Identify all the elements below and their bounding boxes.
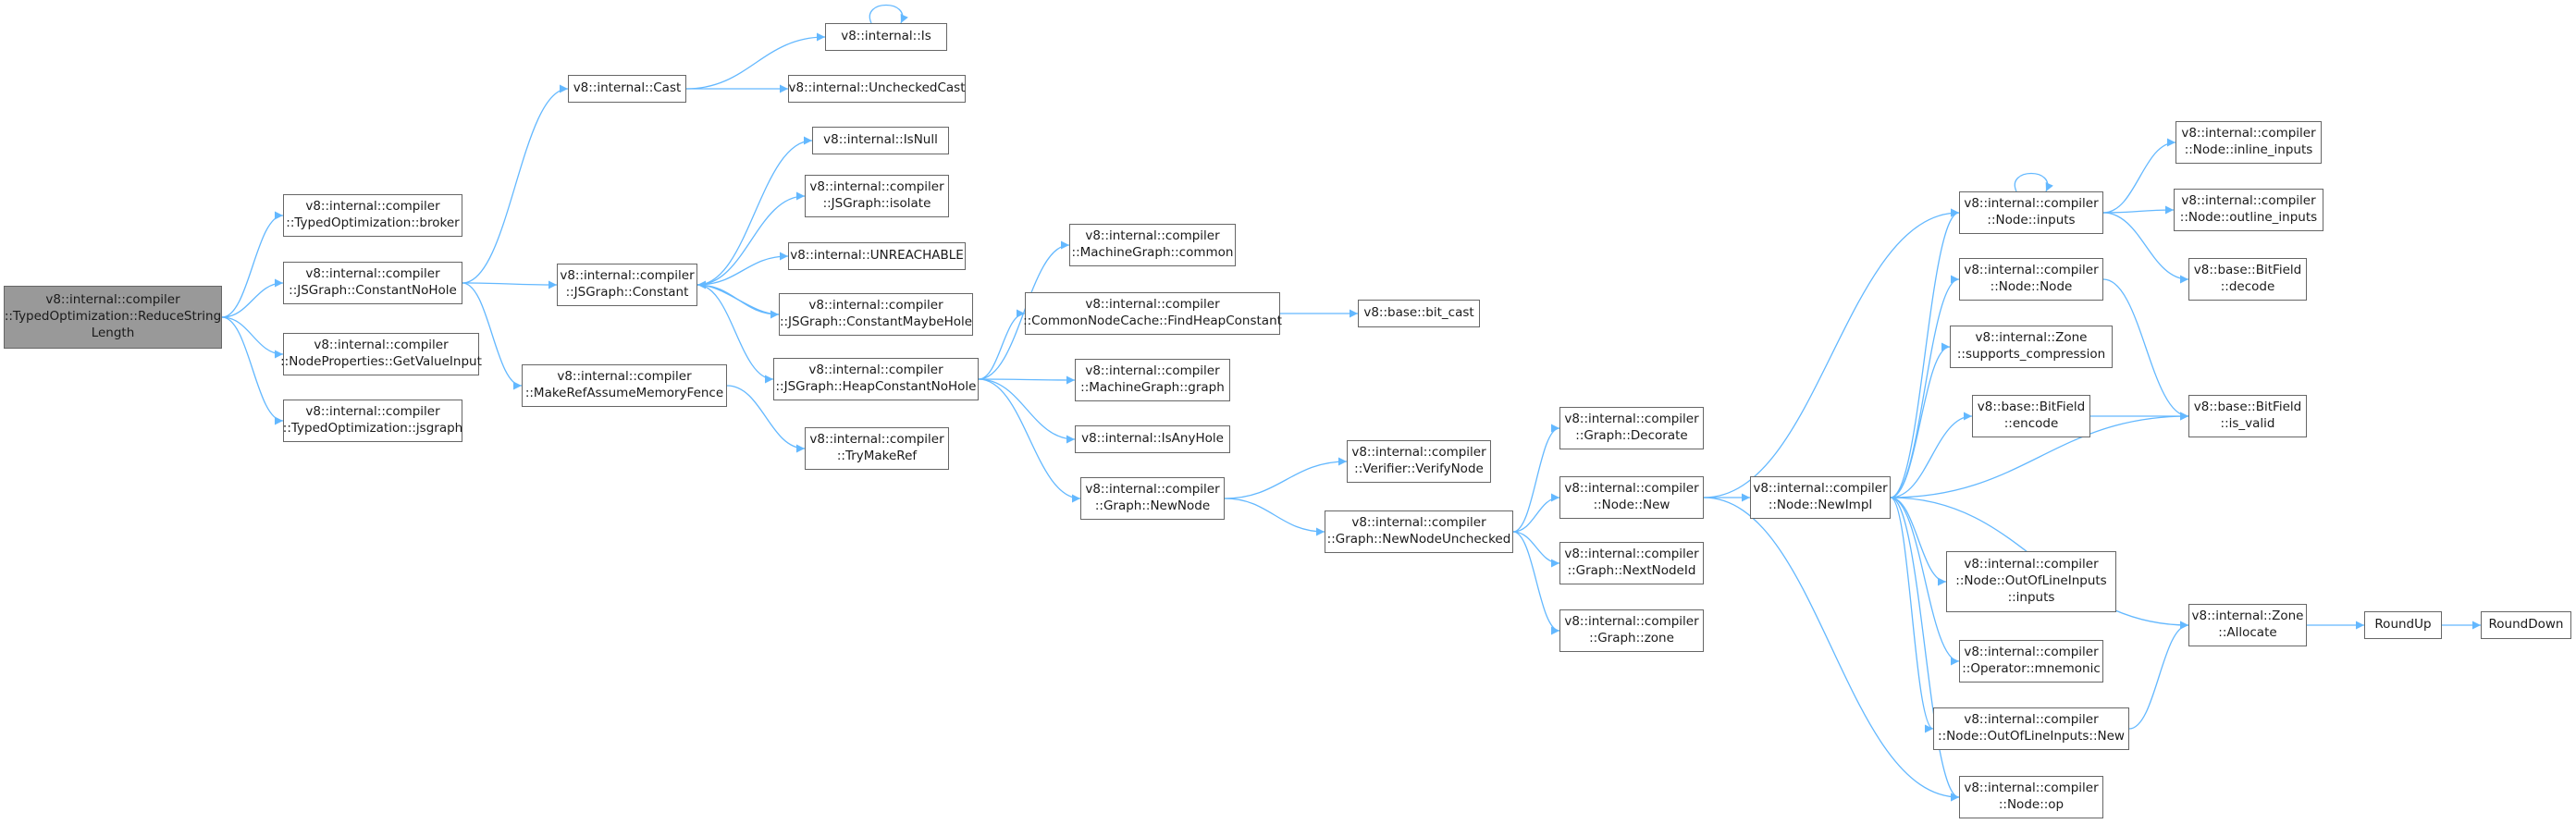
edge-heapconstnohole-to-graphnewnode <box>978 378 1081 503</box>
node-jsgraph-constant[interactable]: v8::internal::compiler ::JSGraph::Consta… <box>557 264 697 306</box>
node-machinegraph-common[interactable]: v8::internal::compiler ::MachineGraph::c… <box>1069 224 1236 266</box>
edge-oolnew-to-allocate <box>2128 621 2189 730</box>
edge-newimpl-to-mnemonic <box>1890 497 1960 666</box>
edge-inputs-to-decode <box>2102 212 2189 284</box>
node-node-node[interactable]: v8::internal::compiler ::Node::Node <box>1959 258 2103 301</box>
node-graph-decorate[interactable]: v8::internal::compiler ::Graph::Decorate <box>1559 407 1704 449</box>
edge-newimpl-to-oolinputs <box>1890 497 1947 586</box>
edge-newimpl-to-supportscomp <box>1890 342 1951 498</box>
edge-newnodeunchecked-to-nextnodeid <box>1512 531 1560 568</box>
edge-is-to-is <box>869 5 908 24</box>
node-graph-zone[interactable]: v8::internal::compiler ::Graph::zone <box>1559 609 1704 652</box>
edge-newimpl-to-inputs <box>1890 208 1960 498</box>
node-rounddown[interactable]: RoundDown <box>2481 611 2571 639</box>
edge-newnodeunchecked-to-nodenew <box>1512 493 1560 533</box>
node-bitfield-isvalid[interactable]: v8::base::BitField ::is_valid <box>2188 395 2307 437</box>
node-jsgraph-constantnohole[interactable]: v8::internal::compiler ::JSGraph::Consta… <box>283 262 462 304</box>
edge-newnodeunchecked-to-graphzone <box>1512 531 1560 635</box>
edge-constant-to-isolate <box>696 191 806 286</box>
node-outoflineinputs-inputs[interactable]: v8::internal::compiler ::Node::OutOfLine… <box>1946 551 2116 612</box>
node-graph-newnodeunchecked[interactable]: v8::internal::compiler ::Graph::NewNodeU… <box>1325 510 1513 553</box>
node-typedoptimization-reducestringlength: v8::internal::compiler ::TypedOptimizati… <box>4 286 222 349</box>
edge-root-to-getvalueinput <box>221 316 284 359</box>
edge-constnohole-to-constant <box>462 280 558 289</box>
edge-inputs-to-inlineinputs <box>2102 138 2176 214</box>
node-roundup[interactable]: RoundUp <box>2364 611 2442 639</box>
edge-constnohole-to-cast <box>462 84 569 284</box>
node-outoflineinputs-new[interactable]: v8::internal::compiler ::Node::OutOfLine… <box>1933 707 2129 750</box>
edge-graphnewnode-to-newnodeunchecked <box>1224 498 1325 536</box>
edge-inputs-to-inputs <box>2014 173 2053 192</box>
edge-constmaybehole-to-constant <box>696 280 780 315</box>
edge-inputs-to-outlineinputs <box>2102 205 2175 215</box>
node-verifier-verifynode[interactable]: v8::internal::compiler ::Verifier::Verif… <box>1347 440 1491 483</box>
edge-heapconstnohole-to-mggraph <box>978 375 1076 385</box>
edge-root-to-broker <box>221 211 284 318</box>
node-node-new[interactable]: v8::internal::compiler ::Node::New <box>1559 476 1704 519</box>
edge-constant-to-heapconstnohole <box>696 284 774 384</box>
node-trymakeref[interactable]: v8::internal::compiler ::TryMakeRef <box>805 427 949 470</box>
edge-heapconstnohole-to-isanyhole <box>978 378 1076 444</box>
node-jsgraph-constantmaybehole[interactable]: v8::internal::compiler ::JSGraph::Consta… <box>779 293 973 336</box>
edge-newimpl-to-encode <box>1890 412 1973 498</box>
node-zone-allocate[interactable]: v8::internal::Zone ::Allocate <box>2188 604 2307 646</box>
node-internal-isnull[interactable]: v8::internal::IsNull <box>812 127 949 154</box>
node-internal-unreachable[interactable]: v8::internal::UNREACHABLE <box>788 242 966 270</box>
node-graph-newnode[interactable]: v8::internal::compiler ::Graph::NewNode <box>1080 477 1225 520</box>
node-makerefassumememoryfence[interactable]: v8::internal::compiler ::MakeRefAssumeMe… <box>522 364 727 407</box>
edge-root-to-constnohole <box>221 278 284 318</box>
edge-heapconstnohole-to-findheapconst <box>978 309 1026 380</box>
node-internal-cast[interactable]: v8::internal::Cast <box>568 75 686 103</box>
node-bitfield-encode[interactable]: v8::base::BitField ::encode <box>1972 395 2090 437</box>
node-bitfield-decode[interactable]: v8::base::BitField ::decode <box>2188 258 2307 301</box>
node-operator-mnemonic[interactable]: v8::internal::compiler ::Operator::mnemo… <box>1959 640 2103 683</box>
node-node-outlineinputs[interactable]: v8::internal::compiler ::Node::outline_i… <box>2174 189 2323 231</box>
node-internal-isanyhole[interactable]: v8::internal::IsAnyHole <box>1075 425 1230 453</box>
node-node-inlineinputs[interactable]: v8::internal::compiler ::Node::inline_in… <box>2175 121 2322 164</box>
edge-constnohole-to-makeref <box>462 282 523 390</box>
node-internal-uncheckedcast[interactable]: v8::internal::UncheckedCast <box>788 75 966 103</box>
edge-makeref-to-trymakeref <box>726 385 806 453</box>
edge-newnodeunchecked-to-decorate <box>1512 424 1560 533</box>
node-graph-nextnodeid[interactable]: v8::internal::compiler ::Graph::NextNode… <box>1559 542 1704 584</box>
node-base-bitcast[interactable]: v8::base::bit_cast <box>1358 300 1480 327</box>
node-machinegraph-graph[interactable]: v8::internal::compiler ::MachineGraph::g… <box>1075 359 1230 401</box>
node-typedoptimization-jsgraph[interactable]: v8::internal::compiler ::TypedOptimizati… <box>283 400 462 442</box>
node-commonnodecache-findheapconstant[interactable]: v8::internal::compiler ::CommonNodeCache… <box>1023 292 1282 335</box>
edge-cast-to-is <box>685 32 826 90</box>
edge-constant-to-isnull <box>696 136 813 286</box>
edge-nodenew-to-op <box>1703 497 1960 802</box>
node-zone-supportscompression[interactable]: v8::internal::Zone ::supports_compressio… <box>1950 326 2113 368</box>
node-jsgraph-isolate[interactable]: v8::internal::compiler ::JSGraph::isolat… <box>805 175 949 217</box>
node-node-op[interactable]: v8::internal::compiler ::Node::op <box>1959 776 2103 818</box>
edge-newimpl-to-oolnew <box>1890 497 1934 733</box>
node-typedoptimization-broker[interactable]: v8::internal::compiler ::TypedOptimizati… <box>283 194 462 237</box>
edge-constant-to-unreachable <box>696 252 789 286</box>
edge-newimpl-to-op <box>1890 497 1960 802</box>
node-internal-is[interactable]: v8::internal::Is <box>825 23 947 51</box>
node-nodeproperties-getvalueinput[interactable]: v8::internal::compiler ::NodeProperties:… <box>280 333 482 375</box>
node-node-inputs[interactable]: v8::internal::compiler ::Node::inputs <box>1959 191 2103 234</box>
edge-graphnewnode-to-verifynode <box>1224 457 1348 499</box>
node-node-newimpl[interactable]: v8::internal::compiler ::Node::NewImpl <box>1750 476 1891 519</box>
edge-root-to-jsgraph <box>221 316 284 425</box>
node-jsgraph-heapconstantnohole[interactable]: v8::internal::compiler ::JSGraph::HeapCo… <box>773 358 979 400</box>
edge-nodenode-to-isvalid <box>2102 278 2189 421</box>
edge-newimpl-to-isvalid <box>1890 412 2189 498</box>
edge-nodenew-to-inputs <box>1703 208 1960 498</box>
edge-newimpl-to-nodenode <box>1890 275 1960 498</box>
